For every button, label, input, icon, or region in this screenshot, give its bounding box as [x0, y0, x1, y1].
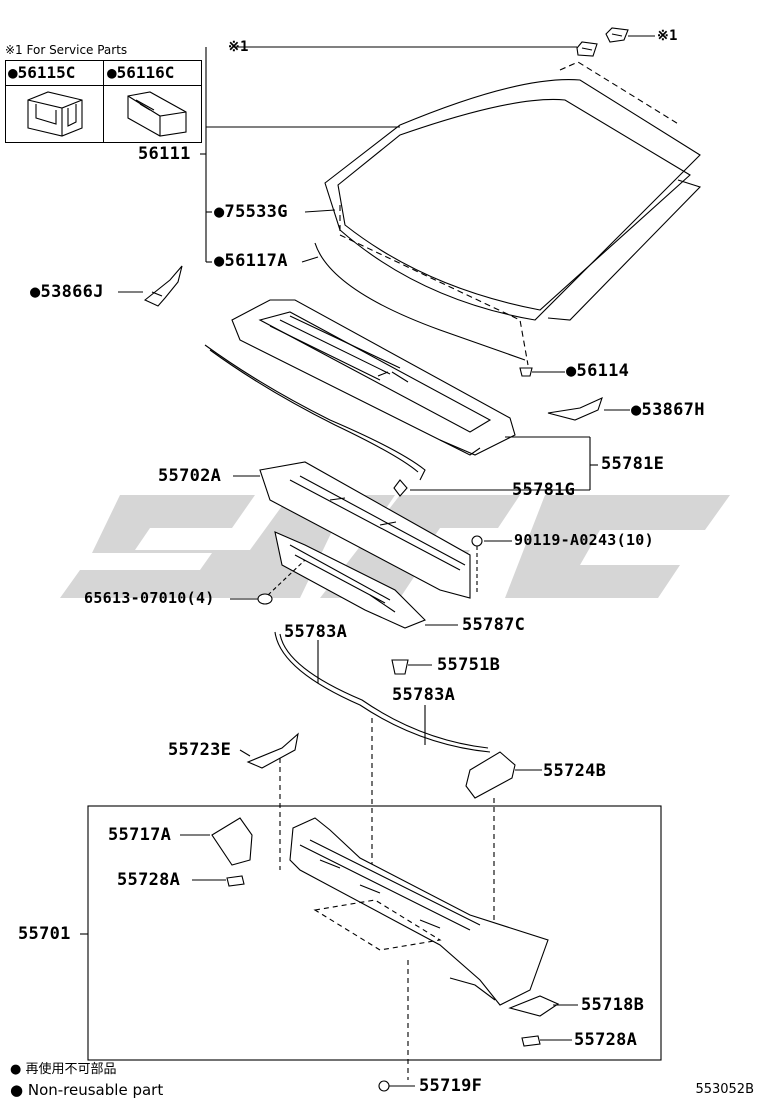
part-label-55783a-upper[interactable]: 55783A [284, 622, 348, 642]
part-label-75533g[interactable]: ●75533G [214, 202, 288, 222]
legend-line-en: ● Non-reusable part [10, 1081, 164, 1099]
cowl-assembly-55701 [289, 817, 549, 1006]
clip-55728a-upper [226, 875, 245, 887]
part-label-55718b[interactable]: 55718B [581, 995, 645, 1015]
part-label-55781e[interactable]: 55781E [601, 454, 665, 474]
cowl-louver [231, 299, 516, 456]
clip-56116c-icon [127, 91, 187, 137]
part-label-55751b[interactable]: 55751B [437, 655, 501, 675]
windshield-glass [314, 61, 702, 366]
service-box-divider [103, 61, 104, 142]
bracket-55787c [274, 531, 426, 629]
part-label-55728a-lower[interactable]: 55728A [574, 1030, 638, 1050]
part-label-55783a-lower[interactable]: 55783A [392, 685, 456, 705]
service-parts-title: ※1 For Service Parts [5, 43, 128, 57]
bolt-90119 [471, 535, 483, 595]
service-part-56115c[interactable]: ●56115C [8, 63, 76, 82]
clip-56115c-icon [27, 91, 83, 137]
moulding-53866j [143, 265, 183, 307]
diagram-id: 553052B [695, 1082, 754, 1097]
bracket-55717a [211, 817, 253, 866]
part-label-53867h[interactable]: ●53867H [631, 400, 705, 420]
part-label-53866j[interactable]: ●53866J [30, 282, 104, 302]
part-label-56111[interactable]: 56111 [138, 144, 191, 164]
part-label-55781g[interactable]: 55781G [512, 480, 576, 500]
moulding-53867h [547, 396, 603, 421]
part-label-55728a-upper[interactable]: 55728A [117, 870, 181, 890]
service-part-56116c[interactable]: ●56116C [107, 63, 175, 82]
seal-55783a [274, 631, 491, 753]
part-label-65613-07010[interactable]: 65613-07010(4) [84, 589, 215, 607]
cowl-panel-55702a [259, 461, 471, 599]
bracket-55723e [246, 732, 299, 769]
clip-55719f [378, 1080, 390, 1092]
clip-ref-icon [576, 27, 629, 57]
part-label-55787c[interactable]: 55787C [462, 615, 526, 635]
legend-line-jp: ● 再使用不可部品 [10, 1062, 117, 1077]
part-label-55723e[interactable]: 55723E [168, 740, 232, 760]
service-box-header-line [6, 85, 201, 86]
bracket-55724b [465, 751, 516, 799]
service-parts-box [5, 60, 202, 143]
part-label-55717a[interactable]: 55717A [108, 825, 172, 845]
part-label-55724b[interactable]: 55724B [543, 761, 607, 781]
ref-mark-left: ※1 [228, 39, 249, 55]
part-label-55719f[interactable]: 55719F [419, 1076, 483, 1096]
part-label-56114[interactable]: ●56114 [566, 361, 630, 381]
assembly-box-55701 [87, 805, 662, 1061]
part-label-90119-a0243[interactable]: 90119-A0243(10) [514, 531, 654, 549]
seal-55781g [204, 344, 426, 497]
clip-56114 [519, 367, 533, 377]
ref-mark-right: ※1 [657, 28, 678, 44]
clip-55728a-lower [521, 1035, 541, 1047]
bracket-55718b [508, 995, 560, 1017]
part-label-55701[interactable]: 55701 [18, 924, 71, 944]
part-label-56117a[interactable]: ●56117A [214, 251, 288, 271]
part-label-55702a[interactable]: 55702A [158, 466, 222, 486]
clip-55751b [391, 659, 409, 675]
